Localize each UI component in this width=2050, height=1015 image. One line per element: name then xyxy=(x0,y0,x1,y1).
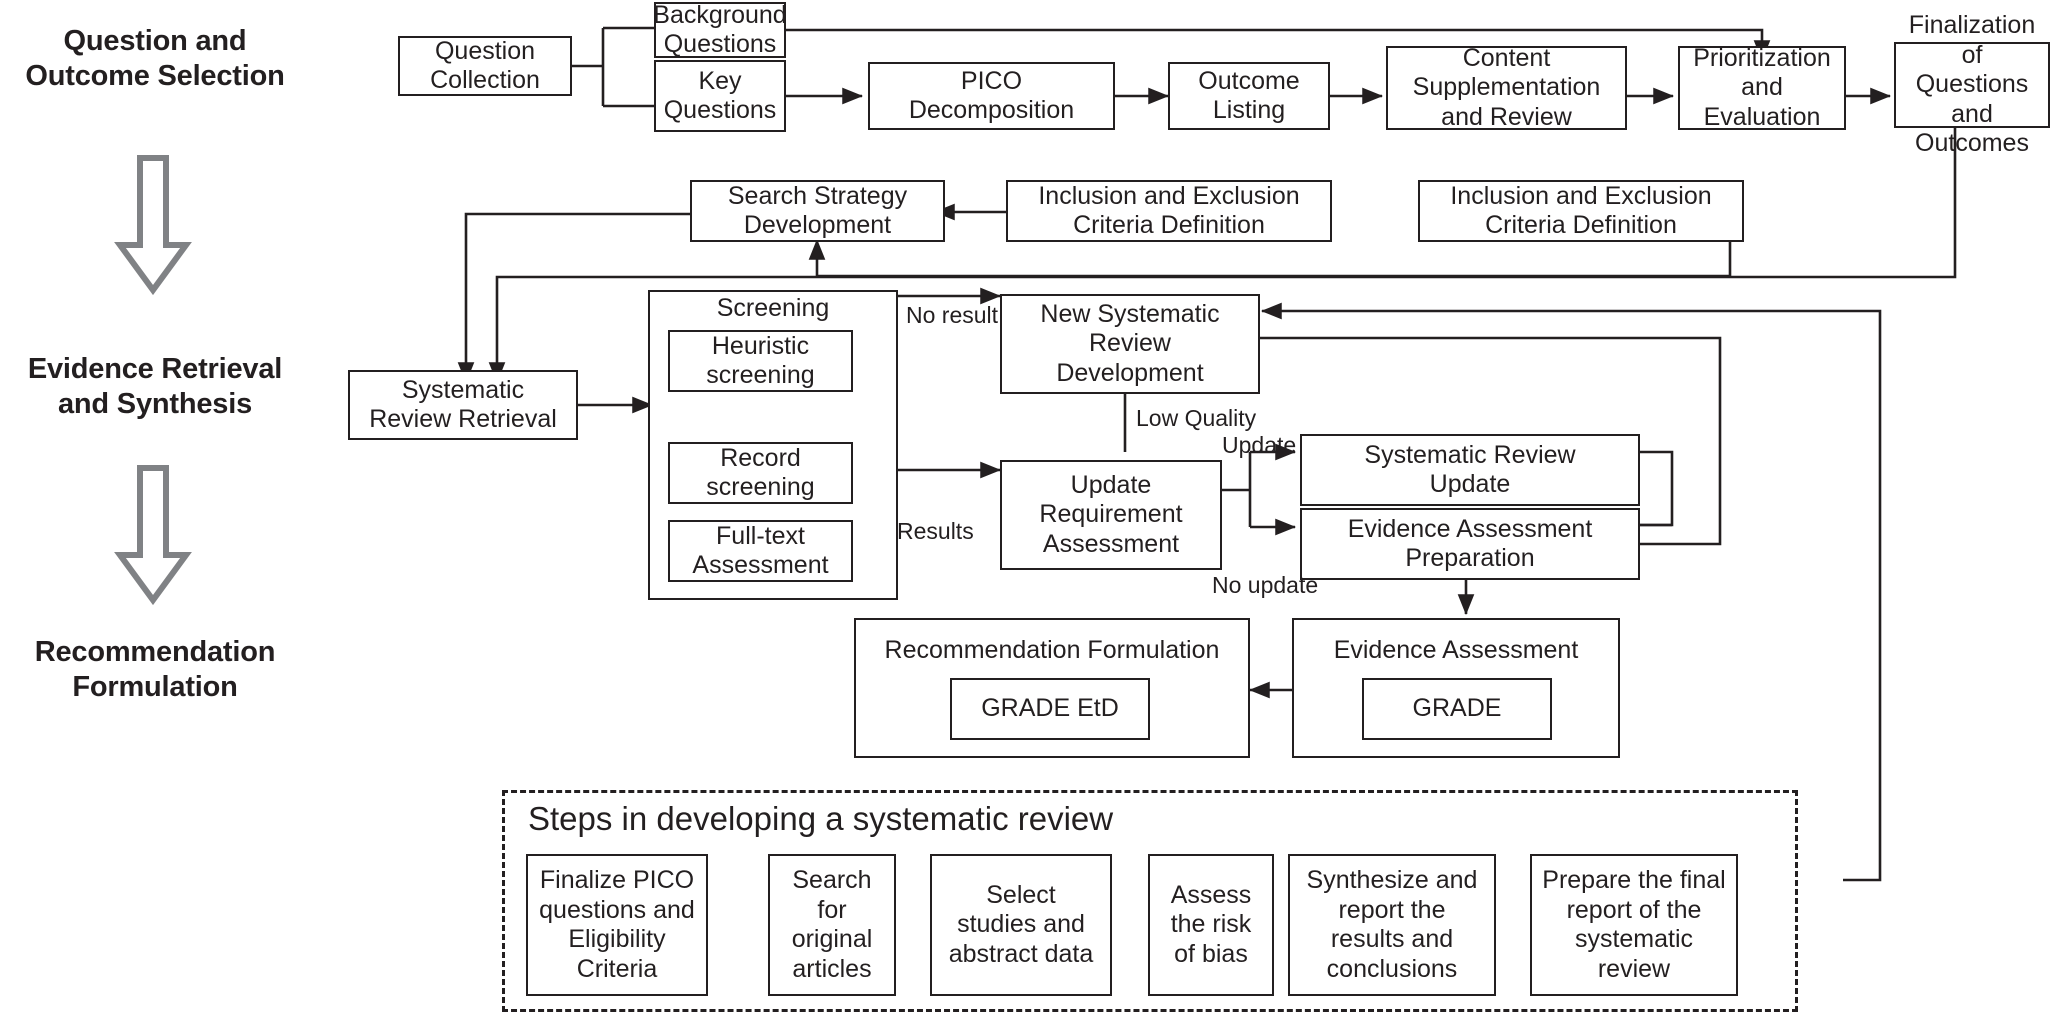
edge-label-results: Results xyxy=(897,518,974,544)
edge-label-no-result: No result xyxy=(906,302,999,328)
node-grade-etd[interactable]: GRADE EtD xyxy=(950,678,1150,740)
subflow-title: Steps in developing a systematic review xyxy=(528,800,1114,837)
stage-arrow-2 xyxy=(114,465,192,606)
group-recommendation-formulation-title: Recommendation Formulation xyxy=(884,636,1220,664)
stage-label-line-2: and Synthesis xyxy=(57,388,252,421)
edge-label-no-update: No update xyxy=(1212,572,1319,598)
stage-label-line-1: Recommendation xyxy=(34,636,276,668)
stage-label-line-2: Formulation xyxy=(72,671,238,704)
stage-label-line-1: Evidence Retrieval xyxy=(27,353,283,385)
node-grade[interactable]: GRADE xyxy=(1362,678,1552,740)
stage-label-recommendation-formulation: Recommendation Formulation xyxy=(0,635,310,706)
stage-label-evidence-retrieval-and-synthesis: Evidence Retrieval and Synthesis xyxy=(0,352,310,423)
stage-label-question-and-outcome-selection: Question and Outcome Selection xyxy=(0,24,310,95)
group-evidence-assessment-title: Evidence Assessment xyxy=(1333,636,1579,664)
edge-label-update: Update xyxy=(1222,432,1297,458)
group-screening-title: Screening xyxy=(716,294,830,322)
stage-label-line-2: Outcome Selection xyxy=(25,60,285,93)
stage-arrow-1 xyxy=(114,155,192,296)
edge-label-low-quality: Low Quality xyxy=(1136,405,1257,431)
stage-label-line-1: Question and xyxy=(63,25,247,57)
